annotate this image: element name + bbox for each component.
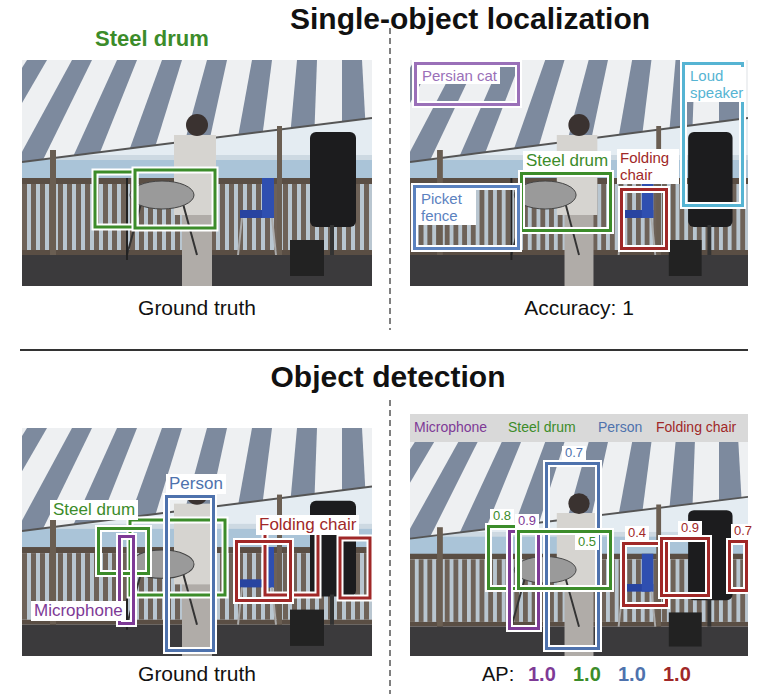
metric-value: 1.0 — [663, 663, 691, 686]
box-label: Folding chair — [617, 149, 679, 184]
confidence-score: 0.5 — [575, 535, 599, 550]
bounding-box: Microphone — [118, 535, 135, 625]
panel-caption: Ground truth — [22, 662, 372, 686]
box-label: Microphone — [31, 601, 126, 621]
class-name: Microphone — [414, 419, 487, 435]
detection-box: 0.5 — [517, 530, 612, 590]
confidence-score: 0.9 — [515, 514, 539, 529]
detection-box: 0.8 — [487, 525, 520, 590]
photo-panel: Accuracy: 1Persian catLoud speakerSteel … — [410, 60, 748, 286]
confidence-score: 0.9 — [678, 521, 702, 536]
bounding-box: Persian cat — [414, 62, 520, 106]
panel-caption: Ground truth — [22, 296, 372, 320]
box-label: Loud speaker — [687, 67, 745, 102]
photo-panel: AP:1.01.01.01.00.80.90.70.50.40.90.7 — [410, 442, 748, 656]
photo-panel: Steel drumGround truth — [22, 60, 372, 286]
photo-panel: Ground truthSteel drumPersonFolding chai… — [22, 428, 372, 656]
detection-box: 0.9 — [508, 530, 540, 630]
detection-box: 0.9 — [660, 537, 710, 597]
bounding-box: Loud speaker — [682, 62, 744, 207]
detection-box: 0.7 — [545, 462, 600, 650]
box-label: Person — [166, 474, 226, 494]
class-name: Person — [598, 419, 642, 435]
box-label: Steel drum — [523, 151, 611, 171]
panel-caption: Accuracy: 1 — [410, 296, 748, 320]
bounding-box: Picket fence — [413, 185, 520, 250]
class-name: Folding chair — [656, 419, 736, 435]
detection-box: 0.7 — [728, 540, 748, 592]
class-label: Steel drum — [95, 26, 209, 51]
bounding-box: Person — [165, 495, 215, 652]
bounding-box: Steel drum — [520, 172, 612, 232]
box-label: Folding chair — [256, 515, 359, 535]
box-label: Persian cat — [419, 67, 500, 84]
metric-value: 1.0 — [573, 663, 601, 686]
box-label: Steel drum — [50, 500, 138, 520]
confidence-score: 0.4 — [625, 526, 649, 541]
bounding-box: Folding chair — [235, 540, 292, 602]
metric-label: AP: — [482, 663, 514, 686]
confidence-score: 0.8 — [490, 509, 514, 524]
section-heading: Single-object localization — [290, 2, 650, 37]
class-name: Steel drum — [508, 419, 576, 435]
bounding-box: Folding chair — [620, 188, 668, 250]
section-heading: Object detection — [238, 360, 538, 395]
metric-value: 1.0 — [528, 663, 556, 686]
confidence-score: 0.7 — [731, 524, 755, 539]
box-label: Picket fence — [418, 190, 476, 225]
confidence-score: 0.7 — [562, 446, 586, 461]
metric-value: 1.0 — [618, 663, 646, 686]
